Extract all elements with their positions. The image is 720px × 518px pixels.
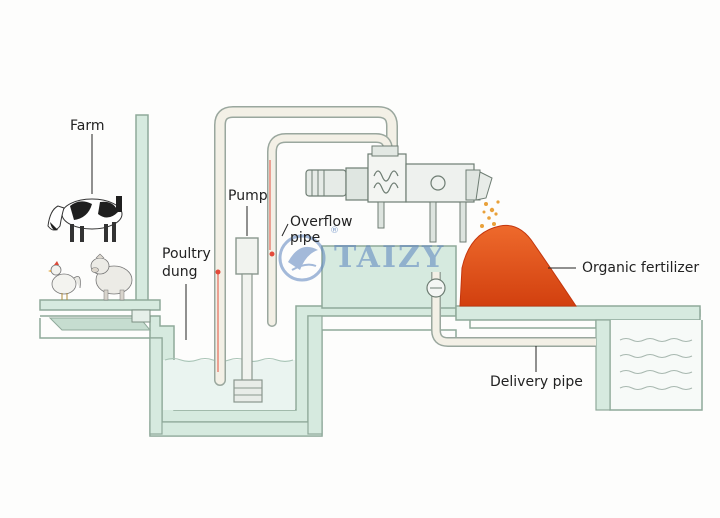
watermark-text: TAIZY bbox=[334, 240, 446, 275]
cow-icon bbox=[47, 196, 123, 242]
pig-icon bbox=[90, 253, 133, 301]
label-overflow-pipe-line2: pipe bbox=[290, 230, 321, 246]
label-overflow-pipe-line1: Overflow bbox=[290, 214, 353, 230]
pump-base bbox=[233, 379, 263, 403]
dung-chute bbox=[48, 317, 152, 331]
watermark-registered-mark: ® bbox=[330, 226, 339, 236]
label-organic-fertilizer: Organic fertilizer bbox=[582, 260, 700, 276]
label-pump: Pump bbox=[228, 188, 268, 204]
taizy-logo-icon bbox=[278, 234, 326, 282]
screw-press-separator bbox=[305, 145, 493, 243]
pit-left-wall bbox=[149, 337, 163, 435]
fertilizer-floor bbox=[455, 305, 701, 321]
farm-floor bbox=[39, 299, 161, 311]
pit-right-wall bbox=[307, 315, 323, 435]
chicken-icon bbox=[48, 261, 81, 300]
storage-tank-wall bbox=[595, 319, 611, 411]
farm-post bbox=[135, 114, 149, 316]
organic-fertilizer-heap bbox=[459, 224, 577, 307]
pit-bottom-slab bbox=[149, 421, 323, 437]
pit-water-surface bbox=[164, 358, 294, 362]
overflow-red-dot bbox=[269, 251, 275, 257]
label-poultry-dung-line2: dung bbox=[162, 264, 198, 280]
label-poultry-dung-line1: Poultry bbox=[162, 246, 211, 262]
overflow-leader bbox=[281, 223, 289, 237]
label-delivery-pipe: Delivery pipe bbox=[490, 374, 583, 390]
tank-water-waves bbox=[619, 338, 693, 390]
chute-gate bbox=[131, 309, 151, 323]
pump-shaft bbox=[241, 273, 253, 385]
pit-water bbox=[163, 360, 295, 410]
storage-tank bbox=[609, 320, 703, 411]
pump-body bbox=[235, 237, 259, 275]
suction-red-dot bbox=[215, 269, 221, 275]
label-farm: Farm bbox=[70, 118, 105, 134]
